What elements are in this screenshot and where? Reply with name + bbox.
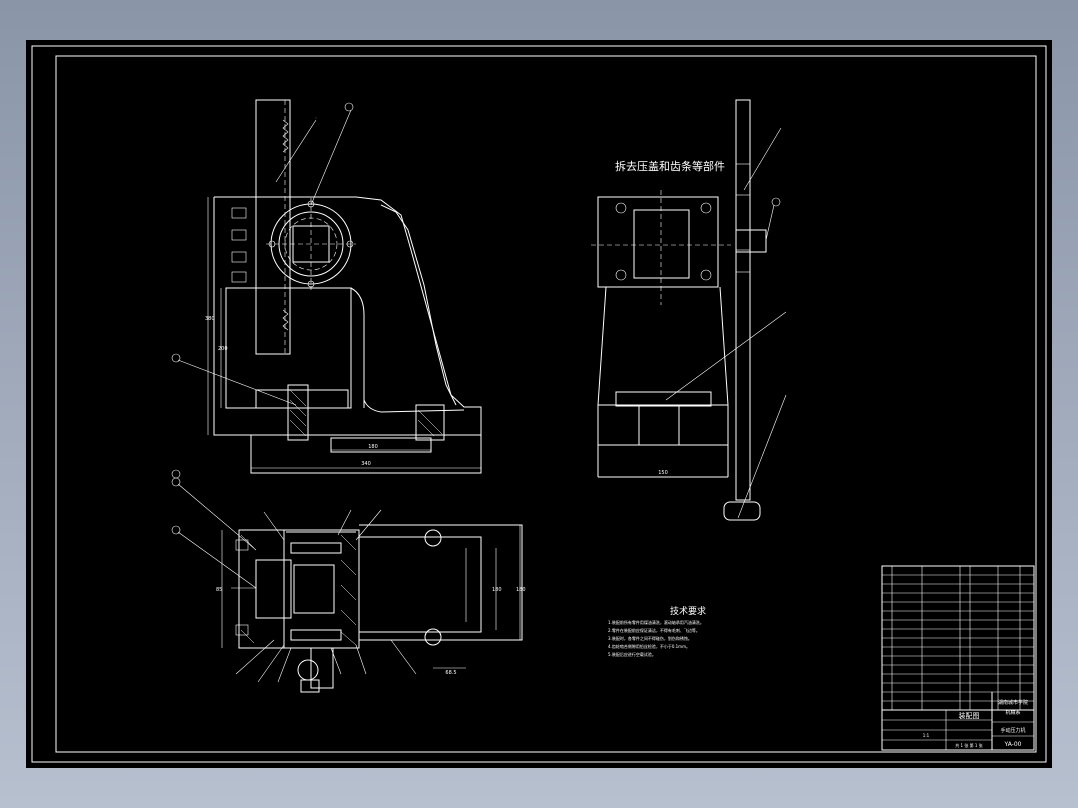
dim-side-base: 150 <box>658 470 668 476</box>
outer-border <box>31 45 1047 763</box>
rack <box>255 99 291 355</box>
tb-product: 手动压力机 <box>1000 727 1025 734</box>
inner-border <box>55 55 1037 753</box>
dim-top-bottom: 68.5 <box>445 670 456 676</box>
tb-school: 湖南城市学院 <box>998 699 1028 706</box>
tech-req-line-2: 2.零件在装配前应保证清洁，不得有毛刺、飞边等。 <box>608 627 700 633</box>
tech-req-line-3: 3.装配时，各零件之间不得碰伤，划伤和锈蚀。 <box>608 635 692 641</box>
cad-drawing-canvas[interactable]: 340 180 380 200 拆去压盖和齿条等部件 <box>26 40 1052 768</box>
tb-title: 装配图 <box>959 711 980 720</box>
tb-sheet: 共 1 张 第 1 张 <box>955 742 982 748</box>
dim-left-inner: 200 <box>218 346 228 352</box>
drawing-sheet: 340 180 380 200 拆去压盖和齿条等部件 <box>31 45 1047 763</box>
tech-req-line-1: 1.装配前所有零件用煤油清洗，滚动轴承用汽油清洗。 <box>608 619 704 625</box>
dim-top-inner: 180 <box>492 587 502 593</box>
tb-dept: 机械系 <box>1005 709 1020 716</box>
tech-requirements: 技术要求 1.装配前所有零件用煤油清洗，滚动轴承用汽油清洗。 2.零件在装配前应… <box>608 605 706 657</box>
dim-top-right: 180 <box>516 587 526 593</box>
dim-front-base: 340 <box>361 461 371 467</box>
side-view-heading: 拆去压盖和齿条等部件 <box>615 159 725 173</box>
side-view: 拆去压盖和齿条等部件 150 <box>591 99 787 521</box>
tech-req-line-4: 4.齿轮啮合侧隙用铅丝检验，不小于0.1mm。 <box>608 643 690 649</box>
tb-scale: 1:1 <box>923 733 930 738</box>
tech-req-line-5: 5.装配后应进行空载试验。 <box>608 651 656 657</box>
dim-top-width: 85 <box>216 587 222 593</box>
top-view: 85 180 180 68.5 <box>171 469 526 693</box>
tb-drawing-no: YA-00 <box>1004 741 1022 748</box>
dim-front-inner: 180 <box>368 444 378 450</box>
dim-left-height: 380 <box>205 316 215 322</box>
tech-req-title: 技术要求 <box>670 605 706 617</box>
front-view: 340 180 380 200 <box>171 99 482 474</box>
side-rack <box>735 99 751 501</box>
title-block: 装配图 湖南城市学院 机械系 手动压力机 YA-00 共 1 张 第 1 张 1… <box>881 565 1035 751</box>
